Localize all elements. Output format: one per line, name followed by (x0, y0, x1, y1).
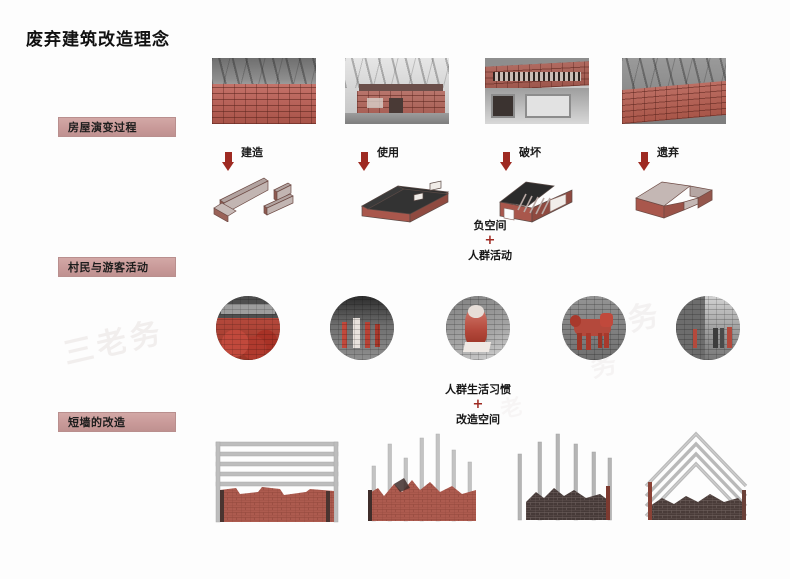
photo-image (216, 296, 280, 360)
photo-image (562, 296, 626, 360)
stage-arrow-build: 建造 (222, 144, 263, 171)
stage-arrow-use: 使用 (358, 144, 399, 171)
section-label-wall: 短墙的改造 (58, 412, 176, 432)
activity-photo-village-lane (676, 296, 740, 360)
wall-chevron-gable-icon (644, 431, 748, 520)
photo-image (622, 58, 726, 124)
axo-complete-house-icon (360, 180, 450, 223)
section-label-text: 村民与游客活动 (68, 261, 149, 274)
stage-photo-build (212, 58, 316, 124)
stage-arrow-abandon: 遗弃 (638, 144, 679, 171)
section-label-activity: 村民与游客活动 (58, 257, 176, 277)
note-line-top: 人群生活习惯 (445, 383, 511, 396)
note-line-bottom: 人群活动 (468, 249, 512, 263)
photo-image (676, 296, 740, 360)
stage-photo-damage (485, 58, 589, 124)
section-label-text: 房屋演变过程 (68, 121, 137, 134)
axo-ruined-walls-icon (635, 181, 713, 219)
stage-label: 破坏 (519, 146, 541, 159)
stage-photo-use (345, 58, 449, 124)
board-title: 废弃建筑改造理念 (26, 30, 170, 50)
photo-image (330, 296, 394, 360)
activity-photo-children (330, 296, 394, 360)
wall-study-louvre (214, 440, 344, 529)
section-label-evolution: 房屋演变过程 (58, 117, 176, 137)
wall-study-poles (508, 430, 628, 528)
note-plus: + (484, 232, 496, 248)
activity-photo-pack-animal (562, 296, 626, 360)
axo-diagram-abandon (628, 172, 728, 226)
photo-image (446, 296, 510, 360)
note-line-bottom: 改造空间 (456, 413, 500, 427)
wall-vertical-posts-icon (368, 433, 476, 522)
note-plus: + (472, 396, 484, 412)
photo-image (345, 58, 449, 124)
note-line-top: 负空间 (473, 219, 507, 232)
activity-photo-reading-child (446, 296, 510, 360)
axo-diagram-build (208, 170, 318, 226)
note-living-habits: 人群生活习惯 + 改造空间 (398, 382, 558, 428)
axo-diagram-damage (492, 170, 602, 228)
wall-louvre-frame-icon (215, 441, 339, 523)
stage-label: 遗弃 (657, 146, 679, 159)
activity-photo-market (216, 296, 280, 360)
wall-tall-poles-icon (517, 433, 612, 521)
section-label-text: 短墙的改造 (68, 416, 126, 429)
stage-arrow-damage: 破坏 (500, 144, 541, 171)
stage-label: 建造 (241, 146, 263, 159)
photo-image (212, 58, 316, 124)
note-negative-space: 负空间 + 人群活动 (410, 218, 570, 264)
stage-label: 使用 (377, 146, 399, 159)
axo-damaged-house-icon (499, 181, 573, 223)
photo-image (485, 58, 589, 124)
wall-study-posts (364, 432, 484, 528)
axo-diagram-use (352, 172, 462, 228)
axo-exploded-walls-icon (213, 177, 294, 223)
stage-photo-abandon (622, 58, 726, 124)
wall-study-gable (640, 428, 760, 528)
watermark: 三老务 (60, 314, 168, 372)
